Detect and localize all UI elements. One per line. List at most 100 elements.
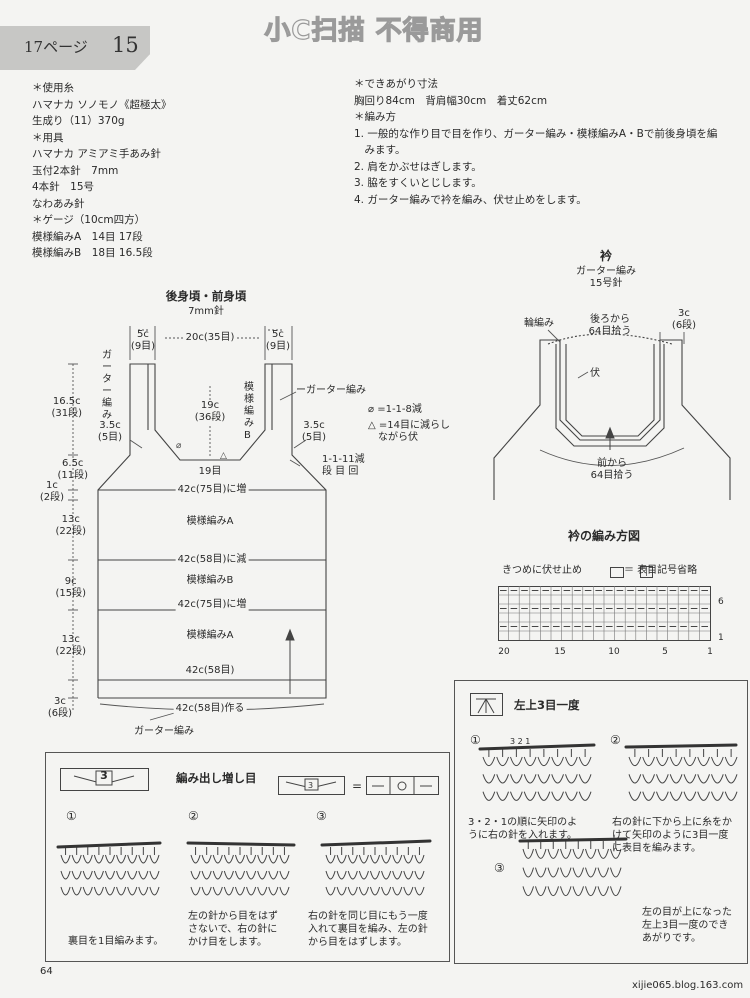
- section-pattern-b: 模様編みB: [186, 575, 234, 586]
- decrease-step-text: 3・2・1の順に矢印のよ うに右の針を入れます。: [468, 817, 578, 841]
- collar-subtitle: ガーター編み 15号針: [576, 266, 636, 289]
- row-58: 42c(58目): [185, 665, 235, 676]
- dim-armhole-left: 3.5c (5目): [97, 420, 123, 443]
- chart-row-label: 1: [718, 633, 724, 643]
- decrease-step-text: 右の針に下から上に糸をか けて矢印のように3目一度 に表目を編みます。: [612, 817, 732, 854]
- knit-stitches-drawing: [628, 749, 738, 801]
- label-pattern-b-vertical: 模様編みB: [244, 382, 254, 441]
- legend-symbol-knit: │: [640, 566, 653, 578]
- knit-stitches-drawing: [190, 847, 290, 896]
- label-garter-bottom: ガーター編み: [134, 726, 194, 737]
- row-increase-1: 42c(75目)に増: [175, 484, 249, 496]
- knitting-needle-drawing: [518, 837, 628, 843]
- collar-ring-label: 輪編み: [524, 318, 554, 329]
- increase-step-num: ③: [316, 809, 327, 823]
- collar-front-pick: 前から 64目拾う: [590, 458, 634, 481]
- instruction-line: 3. 脇をすくいとじします。: [354, 177, 482, 189]
- increase-illustrations: [56, 839, 432, 896]
- decrease-technique-box: [454, 680, 748, 964]
- knitting-needle-drawing: [478, 743, 596, 751]
- page-number: 15: [112, 33, 139, 57]
- decrease-symbol-box: [470, 693, 503, 716]
- knit-stitches-drawing: [60, 847, 160, 896]
- collar-chart-note: きつめに伏せ止め: [502, 565, 582, 576]
- collar-title: 衿: [599, 249, 613, 263]
- increase-step-text: 右の針を同じ目にもう一度 入れて裏目を編み、左の針 から目をはずします。: [308, 911, 428, 948]
- svg-text:=: =: [352, 779, 362, 793]
- dim-top-left: 5c (9目): [130, 329, 156, 352]
- increase-symbol-box: [60, 768, 149, 791]
- dim-armhole-right: 3.5c (5目): [301, 420, 327, 443]
- chart-row-label: 6: [718, 597, 724, 607]
- instruction-line: 胸回り84cm 背肩幅30cm 着丈62cm: [354, 94, 548, 107]
- knit-stitches-drawing: [325, 847, 425, 896]
- dim-neck-depth: 19c (36段): [194, 400, 226, 424]
- row-decrease: 42c(58目)に減: [175, 554, 249, 566]
- instruction-line: みます。: [354, 144, 406, 156]
- knitting-needle-drawing: [320, 839, 432, 847]
- decrease-needle-marks: 3 2 1: [510, 737, 531, 746]
- increase-equation: 3 =: [278, 776, 439, 795]
- instructions-list: ＊できあがり寸法 胸回り84cm 背肩幅30cm 着丈62cm ＊編み方 1. …: [354, 76, 717, 208]
- knitting-needle-drawing: [186, 841, 296, 847]
- chart-col-label: 5: [662, 647, 668, 657]
- materials-line: ＊用具: [32, 131, 64, 144]
- materials-line: 玉付2本針 7mm: [32, 164, 119, 177]
- decrease-step-num: ③: [494, 861, 505, 875]
- materials-line: 模様編みA 14目 17段: [32, 230, 143, 243]
- increase-step-num: ①: [66, 809, 77, 823]
- knit-stitches-drawing: [482, 749, 592, 801]
- label-neck-bottom: 19目: [198, 466, 222, 477]
- collar-chart-legend: ＝ 表目記号省略: [624, 565, 698, 576]
- instruction-line: 2. 肩をかぶせはぎします。: [354, 160, 482, 173]
- chart-frame: [498, 586, 711, 641]
- label-decrease-note: 1-1-11減 段 目 回: [322, 454, 365, 477]
- dim-left-1: 16.5c (31段): [51, 396, 82, 419]
- section-pattern-a-2: 模様編みA: [186, 630, 234, 641]
- materials-line: ＊ゲージ（10cm四方）: [32, 214, 146, 226]
- materials-line: ハマナカ アミアミ手あみ針: [32, 148, 161, 160]
- decrease-step-text: 左の目が上になった 左上3目一度のでき あがりです。: [642, 907, 732, 944]
- legend-bind: △ =14目に減らし ながら伏: [368, 420, 450, 443]
- instruction-line: 1. 一般的な作り目で目を作り、ガーター編み・模様編みA・Bで前後身頃を編: [354, 127, 718, 140]
- materials-line: 4本針 15号: [32, 181, 95, 193]
- dim-left-7: 3c (6段): [47, 696, 72, 719]
- chart-col-label: 20: [498, 647, 510, 657]
- decrease-illustrations: [478, 743, 738, 897]
- knitting-needle-drawing: [56, 841, 162, 849]
- increase-step-num: ②: [188, 809, 199, 823]
- footer-page-number: 64: [40, 966, 53, 977]
- row-increase-2: 42c(75目)に増: [175, 599, 249, 611]
- collar-back-pick: 後ろから 64目拾う: [588, 314, 632, 337]
- dim-left-2: 6.5c (11段): [57, 458, 88, 481]
- materials-list: ＊使用糸 ハマナカ ソノモノ《超極太》 生成り（11）370g ＊用具 ハマナカ…: [32, 80, 172, 262]
- page-header-tab: [0, 26, 150, 70]
- collar-right-dim: 3c (6段): [671, 308, 697, 331]
- knitting-needle-drawing: [624, 743, 738, 749]
- footer-site: xijie065.blog.163.com: [632, 980, 744, 991]
- dim-left-3: 1c (2段): [39, 480, 64, 503]
- knit-stitches-drawing: [522, 841, 622, 897]
- chart-col-label: 1: [707, 647, 713, 657]
- dim-left-4: 13c (22段): [55, 514, 86, 537]
- increase-symbol-number: 3: [100, 769, 108, 782]
- body-title: 後身頃・前身頃: [165, 289, 247, 303]
- instruction-line: 4. ガーター編みで衿を編み、伏せ止めをします。: [354, 193, 587, 206]
- page-label: 17ページ: [24, 38, 88, 56]
- row-cast-on: 42c(58目)作る: [173, 703, 247, 715]
- section-pattern-a-1: 模様編みA: [186, 516, 234, 527]
- materials-line: ＊使用糸: [32, 82, 74, 94]
- chart-col-label: 15: [554, 647, 566, 657]
- svg-text:⌀: ⌀: [176, 441, 182, 451]
- materials-line: ハマナカ ソノモノ《超極太》: [32, 98, 172, 111]
- dim-top-center: 20c(35目): [183, 332, 237, 344]
- svg-text:3: 3: [308, 781, 313, 790]
- watermark: 小C扫描 不得商用: [264, 15, 484, 46]
- instruction-line: ＊編み方: [354, 111, 396, 123]
- increase-title: 編み出し増し目: [176, 771, 257, 785]
- svg-text:△: △: [220, 451, 227, 461]
- decrease-step-num: ②: [610, 733, 621, 747]
- materials-line: なわあみ針: [32, 197, 85, 210]
- dim-left-5: 9c (15段): [55, 576, 86, 599]
- decrease-title: 左上3目一度: [514, 698, 580, 712]
